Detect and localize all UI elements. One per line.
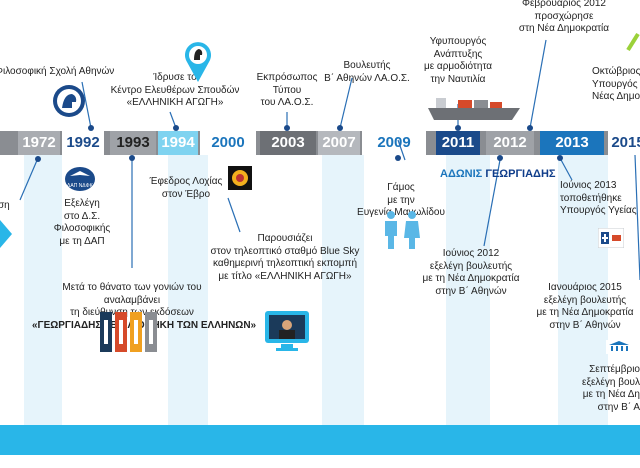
event-2003-line2: Τύπου bbox=[272, 84, 302, 96]
year-1972[interactable]: 1972 bbox=[18, 131, 60, 155]
event-evros-line1: Έφεδρος Λοχίας bbox=[149, 176, 223, 187]
left-arrow-icon bbox=[0, 220, 12, 248]
event-jan2015-line3: με τη Νέα Δημοκρατία bbox=[536, 307, 634, 318]
year-1993[interactable]: 1993 bbox=[110, 131, 156, 155]
event-jun2013-line3: Υπουργός Υγείας bbox=[560, 205, 637, 216]
event-sep-line4: στην Β΄ Α bbox=[597, 401, 640, 413]
column-panel-2013 bbox=[558, 140, 608, 425]
books-icon bbox=[100, 312, 157, 352]
event-feb2012: Φεβρουάριος 2012 προσχώρησε στη Νέα Δημο… bbox=[514, 0, 614, 36]
year-2012[interactable]: 2012 bbox=[486, 131, 534, 155]
bottom-band bbox=[0, 425, 640, 455]
event-2009-line1: Γάμος bbox=[387, 182, 415, 193]
event-feb2012-line2: προσχώρησε bbox=[534, 10, 594, 22]
event-jun2013-line2: τοποθετήθηκε bbox=[560, 192, 622, 204]
event-bluesky-line3: καθημερινή τηλεοπτική εκπομπή bbox=[212, 258, 358, 269]
dap-logo-text: ΔΑΠ ΝΔΦΚ bbox=[67, 183, 94, 189]
event-oct-line1: Οκτώβριος bbox=[592, 66, 640, 77]
event-jan2015-line1: Ιανουάριος 2015 bbox=[548, 282, 622, 293]
event-2011-line1: Υφυπουργός bbox=[429, 36, 487, 47]
event-1993-line1: Μετά το θάνατο των γονιών του bbox=[62, 282, 202, 293]
event-2003-line1: Εκπρόσωπος bbox=[256, 72, 318, 83]
event-oct-line3: Νέας Δημοκρ bbox=[592, 91, 640, 102]
cargo-ship-icon bbox=[428, 98, 520, 120]
army-badge-icon bbox=[228, 166, 252, 190]
year-1992[interactable]: 1992 bbox=[62, 131, 104, 155]
event-jun2012-line4: στην Β΄ Αθηνών bbox=[435, 285, 507, 297]
year-1994[interactable]: 1994 bbox=[158, 131, 198, 155]
athena-head-icon bbox=[53, 85, 85, 117]
event-bluesky-line4: με τίτλο «ΕΛΛΗΝΙΚΗ ΑΓΩΓΗ» bbox=[218, 270, 352, 282]
event-philosophy: Φιλοσοφική Σχολή Αθηνών bbox=[0, 66, 115, 77]
event-2003: Εκπρόσωπος Τύπου του ΛΑ.Ο.Σ. bbox=[252, 72, 322, 110]
dap-logo-icon: ΔΑΠ ΝΔΦΚ bbox=[65, 167, 95, 191]
event-2011-line2: Ανάπτυξης bbox=[433, 48, 483, 60]
year-2007[interactable]: 2007 bbox=[318, 131, 360, 155]
year-2015[interactable]: 2015 bbox=[608, 131, 640, 155]
event-left-partial: ση bbox=[0, 200, 10, 211]
event-bluesky-line2: στον τηλεοπτικό σταθμό Blue Sky bbox=[210, 245, 360, 257]
event-2009-line3: Ευγενία Μανωλίδου bbox=[357, 207, 445, 218]
location-pin-icon bbox=[185, 42, 211, 82]
event-jun2012-line3: με τη Νέα Δημοκρατία bbox=[422, 273, 520, 284]
event-evros-line2: στον Έβρο bbox=[161, 188, 211, 200]
event-bluesky-line1: Παρουσιάζει bbox=[257, 233, 313, 244]
brand-name: ΑΔΩΝΙΣ ΓΕΩΡΓΙΑΔΗΣ bbox=[440, 168, 556, 180]
column-panel-1994 bbox=[168, 140, 208, 425]
event-jun2012-line2: εξελέγη βουλευτής bbox=[429, 260, 513, 272]
year-2009[interactable]: 2009 bbox=[362, 131, 426, 155]
event-2003-line3: του ΛΑ.Ο.Σ. bbox=[260, 97, 314, 108]
event-sep-line2: εξελέγη βουλ bbox=[582, 376, 640, 388]
event-2007-line2: Β΄ Αθηνών ΛΑ.Ο.Σ. bbox=[324, 72, 410, 84]
event-jan2015: Ιανουάριος 2015 εξελέγη βουλευτής με τη … bbox=[530, 282, 640, 332]
event-sep-line1: Σεπτέμβριο bbox=[589, 364, 640, 375]
column-panel-2007 bbox=[322, 140, 364, 425]
nd-logo-icon bbox=[626, 32, 640, 52]
event-1994-line3: «ΕΛΛΗΝΙΚΗ ΑΓΩΓΗ» bbox=[126, 97, 224, 108]
event-bluesky: Παρουσιάζει στον τηλεοπτικό σταθμό Blue … bbox=[200, 233, 370, 283]
event-1972-line3: Φιλοσοφικής bbox=[53, 223, 111, 234]
event-jan2015-line4: στην Β΄ Αθηνών bbox=[549, 319, 621, 331]
event-jun2013: Ιούνιος 2013 τοποθετήθηκε Υπουργός Υγεία… bbox=[560, 180, 640, 218]
event-feb2012-line1: Φεβρουάριος 2012 bbox=[521, 0, 606, 9]
event-1994-line2: Κέντρο Ελευθέρων Σπουδών bbox=[110, 84, 240, 96]
year-2011[interactable]: 2011 bbox=[436, 131, 480, 155]
event-2011-line4: την Ναυτιλία bbox=[430, 73, 486, 85]
event-1994-line1: Ίδρυσε το bbox=[153, 72, 197, 83]
year-2003[interactable]: 2003 bbox=[260, 131, 316, 155]
parliament-logo-icon bbox=[606, 340, 632, 354]
event-sep-line3: με τη Νέα Δη bbox=[582, 389, 640, 400]
event-2009: Γάμος με την Ευγενία Μανωλίδου bbox=[352, 182, 450, 220]
brand-first-name: ΑΔΩΝΙΣ bbox=[440, 168, 483, 180]
event-jun2013-line1: Ιούνιος 2013 bbox=[560, 180, 617, 191]
couple-icon bbox=[385, 211, 420, 249]
year-2000[interactable]: 2000 bbox=[200, 131, 256, 155]
year-2013[interactable]: 2013 bbox=[540, 131, 604, 155]
event-jun2012-line1: Ιούνιος 2012 bbox=[442, 248, 500, 259]
event-2007: Βουλευτής Β΄ Αθηνών ΛΑ.Ο.Σ. bbox=[322, 60, 412, 85]
event-oct-line2: Υπουργός Πρό bbox=[592, 78, 640, 90]
event-2011-line3: με αρμοδιότητα bbox=[423, 61, 493, 72]
event-2007-line1: Βουλευτής bbox=[343, 60, 391, 71]
event-1972-line1: Εξελέγη bbox=[64, 198, 100, 209]
event-1972-line2: στο Δ.Σ. bbox=[63, 210, 101, 222]
event-oct: Οκτώβριος Υπουργός Πρό Νέας Δημοκρ bbox=[592, 66, 640, 104]
event-1993-line2: αναλαμβάνει bbox=[103, 294, 161, 306]
health-ministry-logo-icon bbox=[598, 228, 624, 248]
event-sep: Σεπτέμβριο εξελέγη βουλ με τη Νέα Δη στη… bbox=[570, 364, 640, 414]
brand-last-name: ΓΕΩΡΓΙΑΔΗΣ bbox=[485, 168, 556, 180]
event-1994: Ίδρυσε το Κέντρο Ελευθέρων Σπουδών «ΕΛΛΗ… bbox=[110, 72, 240, 110]
event-1993-line4: «ΓΕΩΡΓΙΑΔΗΣ - ΒΙΒΛΙΟΘΗΚΗ ΤΩΝ ΕΛΛΗΝΩΝ» bbox=[32, 319, 257, 331]
event-jun2012: Ιούνιος 2012 εξελέγη βουλευτής με τη Νέα… bbox=[416, 248, 526, 298]
event-2011: Υφυπουργός Ανάπτυξης με αρμοδιότητα την … bbox=[422, 36, 494, 86]
tv-monitor-icon bbox=[265, 311, 309, 351]
event-1972: Εξελέγη στο Δ.Σ. Φιλοσοφικής με τη ΔΑΠ bbox=[46, 198, 118, 248]
event-2009-line2: με την bbox=[387, 194, 415, 206]
event-jan2015-line2: εξελέγη βουλευτής bbox=[543, 294, 627, 306]
event-evros: Έφεδρος Λοχίας στον Έβρο bbox=[146, 176, 226, 201]
event-1972-line4: με τη ΔΑΠ bbox=[59, 235, 105, 247]
event-feb2012-line3: στη Νέα Δημοκρατία bbox=[518, 23, 610, 34]
column-panel-2011 bbox=[446, 140, 490, 425]
